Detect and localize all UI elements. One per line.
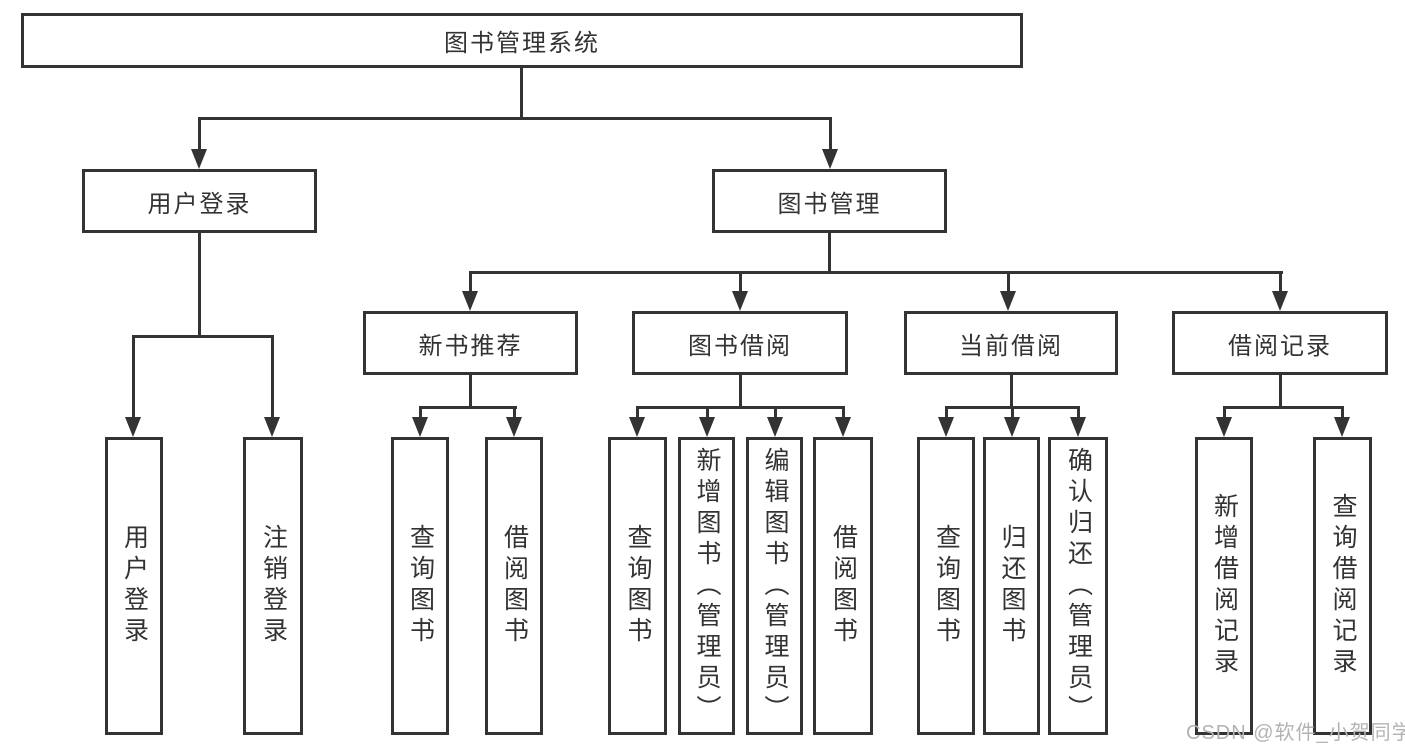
connector-line (828, 233, 831, 273)
connector-line (636, 406, 639, 419)
branch-node-user-login: 用户登录 (82, 169, 317, 233)
leaf-logout-label: 注销登录 (259, 524, 288, 648)
branch-node-book-management: 图书管理 (712, 169, 947, 233)
leaf-node-br-add-borrow-record: 新增借阅记录 (1195, 437, 1253, 735)
leaf-bb-borrow-books-label: 借阅图书 (829, 524, 858, 648)
section-node-new-book-recommend: 新书推荐 (363, 311, 578, 375)
root-node-label: 图书管理系统 (444, 30, 600, 57)
connector-line (842, 406, 845, 419)
section-borrow-records-label: 借阅记录 (1228, 332, 1332, 360)
section-node-borrow-records: 借阅记录 (1172, 311, 1388, 375)
connector-line (132, 335, 135, 419)
connector-line (419, 406, 422, 419)
leaf-bb-query-books-label: 查询图书 (624, 524, 652, 648)
connector-line (469, 271, 472, 293)
arrow-down-icon (462, 291, 478, 311)
arrow-down-icon (1216, 417, 1232, 437)
branch-user-login-label: 用户登录 (147, 190, 252, 218)
connector-line (520, 68, 523, 119)
leaf-node-user-login: 用户登录 (105, 437, 163, 735)
arrow-down-icon (191, 149, 207, 169)
connector-line (132, 335, 274, 338)
arrow-down-icon (835, 417, 851, 437)
leaf-node-nbr-borrow-books: 借阅图书 (485, 437, 543, 735)
arrow-down-icon (264, 417, 280, 437)
arrow-down-icon (1070, 417, 1086, 437)
connector-line (739, 271, 742, 293)
connector-line (1011, 406, 1014, 419)
connector-line (945, 406, 948, 419)
connector-line (1007, 271, 1010, 293)
arrow-down-icon (1004, 417, 1020, 437)
csdn-watermark: CSDN @软件_小贺同学 (1186, 722, 1405, 744)
arrow-down-icon (125, 417, 141, 437)
section-node-current-borrow: 当前借阅 (904, 311, 1118, 375)
connector-line (739, 375, 742, 408)
connector-line (1279, 271, 1282, 293)
leaf-node-logout: 注销登录 (243, 437, 303, 735)
arrow-down-icon (732, 291, 748, 311)
leaf-node-br-query-borrow-record: 查询借阅记录 (1313, 437, 1372, 735)
leaf-user-login-label: 用户登录 (120, 524, 149, 648)
leaf-bb-edit-books-admin-label: 编辑图书（管理员） (761, 446, 789, 726)
section-new-book-recommend-label: 新书推荐 (418, 332, 523, 360)
section-node-book-borrow: 图书借阅 (632, 311, 848, 375)
leaf-node-nbr-query-books: 查询图书 (391, 437, 449, 735)
connector-line (1223, 406, 1226, 419)
leaf-node-bb-add-books-admin: 新增图书（管理员） (678, 437, 735, 735)
arrow-down-icon (1334, 417, 1350, 437)
connector-line (513, 406, 516, 419)
connector-line (1223, 406, 1344, 409)
leaf-cb-confirm-return-admin-label: 确认归还（管理员） (1064, 446, 1093, 726)
leaf-br-add-borrow-record-label: 新增借阅记录 (1210, 493, 1239, 679)
branch-book-management-label: 图书管理 (777, 190, 882, 218)
leaf-node-cb-return-books: 归还图书 (983, 437, 1040, 735)
arrow-down-icon (1000, 291, 1016, 311)
connector-line (774, 406, 777, 419)
connector-line (271, 335, 274, 419)
connector-line (198, 117, 201, 151)
section-book-borrow-label: 图书借阅 (688, 332, 792, 360)
leaf-node-cb-confirm-return-admin: 确认归还（管理员） (1048, 437, 1108, 735)
arrow-down-icon (506, 417, 522, 437)
connector-line (829, 117, 832, 151)
root-node-library-management-system: 图书管理系统 (21, 13, 1023, 68)
connector-line (706, 406, 709, 419)
leaf-cb-return-books-label: 归还图书 (998, 524, 1026, 648)
leaf-node-cb-query-books: 查询图书 (917, 437, 975, 735)
connector-line (198, 117, 832, 120)
leaf-br-query-borrow-record-label: 查询借阅记录 (1329, 493, 1357, 679)
arrow-down-icon (767, 417, 783, 437)
arrow-down-icon (412, 417, 428, 437)
connector-line (1010, 375, 1013, 408)
arrow-down-icon (822, 149, 838, 169)
leaf-nbr-borrow-books-label: 借阅图书 (500, 524, 529, 648)
leaf-nbr-query-books-label: 查询图书 (406, 524, 435, 648)
section-current-borrow-label: 当前借阅 (959, 332, 1063, 360)
arrow-down-icon (629, 417, 645, 437)
leaf-node-bb-borrow-books: 借阅图书 (813, 437, 873, 735)
leaf-bb-add-books-admin-label: 新增图书（管理员） (693, 446, 721, 726)
connector-line (469, 271, 1283, 274)
connector-line (419, 406, 517, 409)
connector-line (198, 233, 201, 337)
leaf-cb-query-books-label: 查询图书 (932, 524, 961, 648)
connector-line (636, 406, 845, 409)
arrow-down-icon (1272, 291, 1288, 311)
leaf-node-bb-edit-books-admin: 编辑图书（管理员） (746, 437, 803, 735)
connector-line (469, 375, 472, 408)
leaf-node-bb-query-books: 查询图书 (608, 437, 667, 735)
connector-line (1341, 406, 1344, 419)
arrow-down-icon (938, 417, 954, 437)
connector-line (1279, 375, 1282, 408)
arrow-down-icon (699, 417, 715, 437)
connector-line (1077, 406, 1080, 419)
